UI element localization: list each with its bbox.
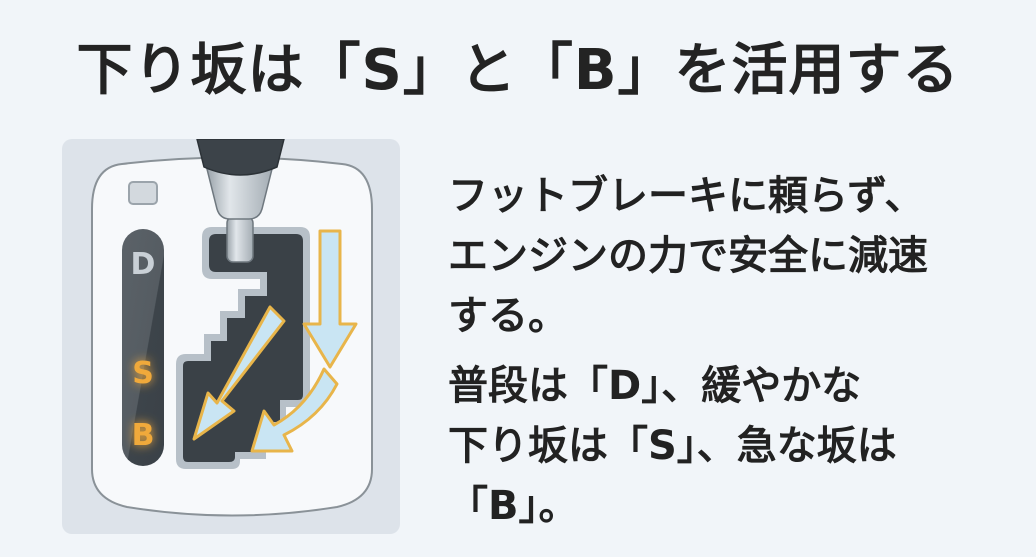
gear-indicator-strip: [122, 229, 164, 466]
paragraph-engine-braking: フットブレーキに頼らず、 エンジンの力で安全に減速 する。: [448, 166, 1018, 346]
down-arrow-icon: [302, 229, 358, 369]
lever-collar: [206, 168, 273, 220]
shift-lever-illustration: D S B: [62, 139, 400, 534]
page-title: 下り坂は「S」と「B」を活用する: [76, 38, 960, 103]
lever-knob: [196, 139, 285, 176]
paragraph2-line-2: 下り坂は「S」、急な坂は: [448, 423, 897, 469]
gear-label-b: B: [132, 418, 155, 453]
paragraph1-line-3: する。: [448, 293, 568, 339]
curved-arrow-icon: [250, 367, 339, 453]
paragraph1-line-1: フットブレーキに頼らず、: [448, 173, 925, 219]
paragraph1-line-2: エンジンの力で安全に減速: [448, 233, 928, 279]
paragraph2-line-1: 普段は「D」、緩やかな: [448, 363, 862, 409]
lever-shaft: [226, 216, 254, 263]
lock-indicator: [128, 181, 158, 205]
gear-label-d: D: [131, 247, 156, 282]
paragraph2-line-3: 「B」。: [448, 483, 579, 529]
gear-label-s: S: [132, 356, 154, 391]
diagonal-arrow-icon: [192, 305, 286, 441]
paragraph-gear-usage: 普段は「D」、緩やかな 下り坂は「S」、急な坂は 「B」。: [448, 356, 1018, 536]
